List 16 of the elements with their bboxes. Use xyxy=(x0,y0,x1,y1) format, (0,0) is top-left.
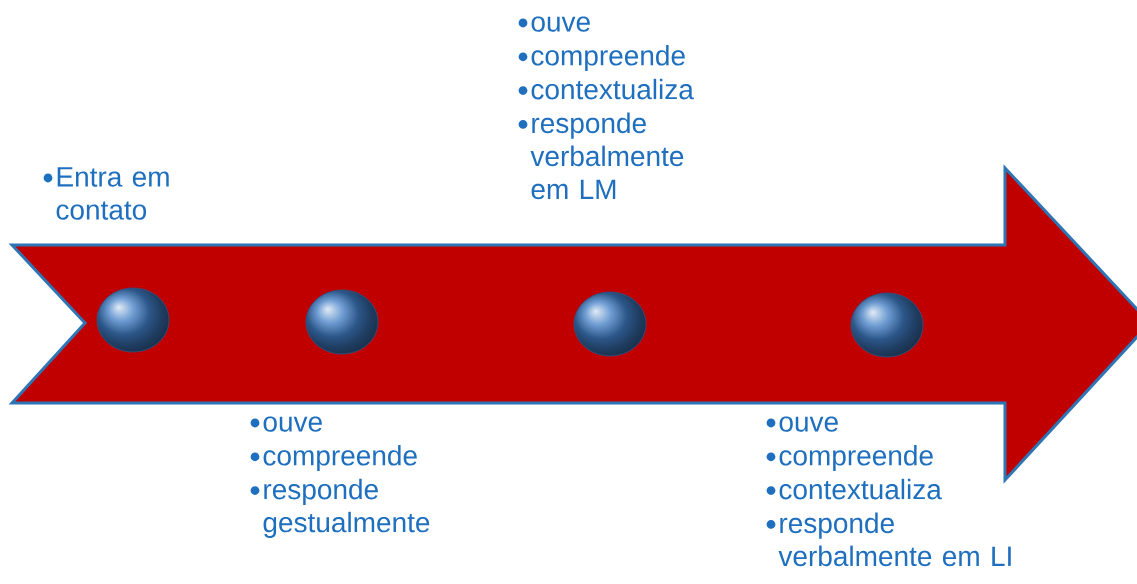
bullet-item: ouve xyxy=(518,16,590,32)
bullet-item: responde verbalmente em LI xyxy=(766,512,1011,567)
ball-marker xyxy=(305,289,379,355)
bullet-item: responde verbalmente em LM xyxy=(518,112,684,200)
bullet-item: ouve xyxy=(766,416,838,432)
bullet-item: ouve xyxy=(250,416,322,432)
bullet-item: contextualiza xyxy=(518,78,694,100)
bullet-item: compreende xyxy=(250,445,417,472)
bullet-item: compreende xyxy=(518,45,685,72)
ball-marker xyxy=(573,291,647,357)
bullet-item: compreende xyxy=(766,445,933,472)
ball-marker xyxy=(850,292,924,358)
bullet-item: contextualiza xyxy=(766,478,942,500)
bullet-item: responde gestualmente xyxy=(250,478,430,538)
ball-marker xyxy=(96,287,170,353)
bullet-item: Entra em contato xyxy=(43,167,169,220)
